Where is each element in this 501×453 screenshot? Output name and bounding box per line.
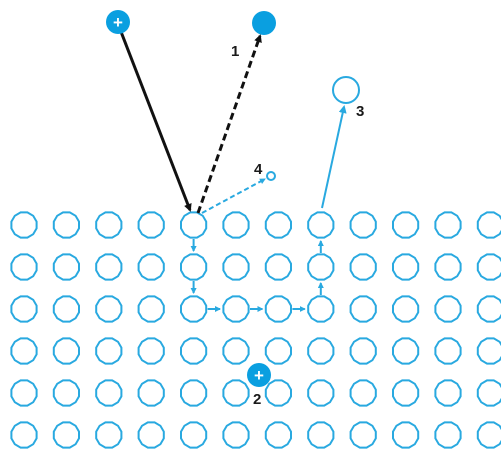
lattice-atom xyxy=(434,295,462,323)
lattice-atom xyxy=(10,295,38,323)
lattice-atom xyxy=(10,379,38,407)
lattice-atom xyxy=(476,295,501,323)
sputtered-atom-3 xyxy=(332,76,360,104)
lattice-atom xyxy=(307,253,335,281)
lattice-atom xyxy=(95,379,123,407)
lattice-atom xyxy=(137,421,165,449)
scattered-trajectory-4 xyxy=(201,178,266,214)
lattice-atom xyxy=(222,337,250,365)
lattice-atom xyxy=(264,379,292,407)
lattice-atom xyxy=(307,379,335,407)
lattice-atom xyxy=(264,421,292,449)
lattice-atom xyxy=(222,211,250,239)
lattice-atom xyxy=(10,421,38,449)
plus-circle-icon xyxy=(106,10,130,34)
scattered-particle-4 xyxy=(266,171,276,181)
lattice-atom xyxy=(307,421,335,449)
lattice-atom xyxy=(264,211,292,239)
lattice-atom xyxy=(52,337,80,365)
atom-lattice xyxy=(10,211,501,449)
lattice-atom xyxy=(476,211,501,239)
label-1: 1 xyxy=(231,43,239,60)
lattice-atom xyxy=(222,421,250,449)
lattice-atom xyxy=(180,337,208,365)
lattice-atom xyxy=(10,211,38,239)
implanted-ion: + xyxy=(247,363,271,387)
lattice-atom xyxy=(180,295,208,323)
lattice-atom xyxy=(264,295,292,323)
lattice-atom xyxy=(434,421,462,449)
lattice-atom xyxy=(10,337,38,365)
lattice-atom xyxy=(349,211,377,239)
lattice-atom xyxy=(137,295,165,323)
lattice-atom xyxy=(264,253,292,281)
lattice-atom xyxy=(52,253,80,281)
lattice-atom xyxy=(222,253,250,281)
lattice-atom xyxy=(52,211,80,239)
lattice-atom xyxy=(392,295,420,323)
lattice-atom xyxy=(180,379,208,407)
lattice-atom xyxy=(307,337,335,365)
sputtered-particle-1 xyxy=(252,11,276,35)
incident-ion-plus: + xyxy=(113,13,123,32)
lattice-atom xyxy=(307,211,335,239)
lattice-atom xyxy=(52,379,80,407)
plus-circle-icon xyxy=(247,363,271,387)
lattice-atom xyxy=(349,421,377,449)
lattice-atom xyxy=(434,337,462,365)
label-3: 3 xyxy=(356,103,364,120)
lattice-atom xyxy=(95,211,123,239)
lattice-atom xyxy=(349,253,377,281)
lattice-atom xyxy=(222,295,250,323)
lattice-atom xyxy=(137,211,165,239)
implanted-ion-plus: + xyxy=(254,366,264,385)
incident-ion: + xyxy=(106,10,130,34)
lattice-atom xyxy=(349,295,377,323)
lattice-atom xyxy=(264,337,292,365)
lattice-atom xyxy=(137,253,165,281)
lattice-atom xyxy=(392,421,420,449)
lattice-atom xyxy=(95,295,123,323)
sputtered-trajectory-3 xyxy=(321,105,347,209)
lattice-atom xyxy=(180,421,208,449)
label-4: 4 xyxy=(254,161,263,178)
lattice-atom xyxy=(392,337,420,365)
lattice-atom xyxy=(95,337,123,365)
lattice-atom xyxy=(307,295,335,323)
lattice-atom xyxy=(137,379,165,407)
label-2: 2 xyxy=(253,391,261,408)
lattice-atom xyxy=(476,379,501,407)
lattice-atom xyxy=(349,379,377,407)
lattice-atom xyxy=(476,421,501,449)
sputtered-trajectory-1 xyxy=(196,34,262,214)
lattice-atom xyxy=(95,253,123,281)
lattice-atom xyxy=(10,253,38,281)
lattice-atom xyxy=(222,379,250,407)
lattice-atom xyxy=(392,211,420,239)
lattice-atom xyxy=(52,421,80,449)
lattice-atom xyxy=(434,211,462,239)
lattice-atom xyxy=(95,421,123,449)
lattice-atom xyxy=(180,211,208,239)
incident-ion-trajectory xyxy=(116,23,192,212)
lattice-atom xyxy=(180,253,208,281)
lattice-atom xyxy=(137,337,165,365)
lattice-atom xyxy=(52,295,80,323)
lattice-atom xyxy=(349,337,377,365)
displacement-path xyxy=(190,239,324,312)
lattice-atom xyxy=(392,253,420,281)
lattice-atom xyxy=(434,379,462,407)
lattice-atom xyxy=(476,253,501,281)
lattice-atom xyxy=(476,337,501,365)
lattice-atom xyxy=(434,253,462,281)
lattice-atom xyxy=(392,379,420,407)
